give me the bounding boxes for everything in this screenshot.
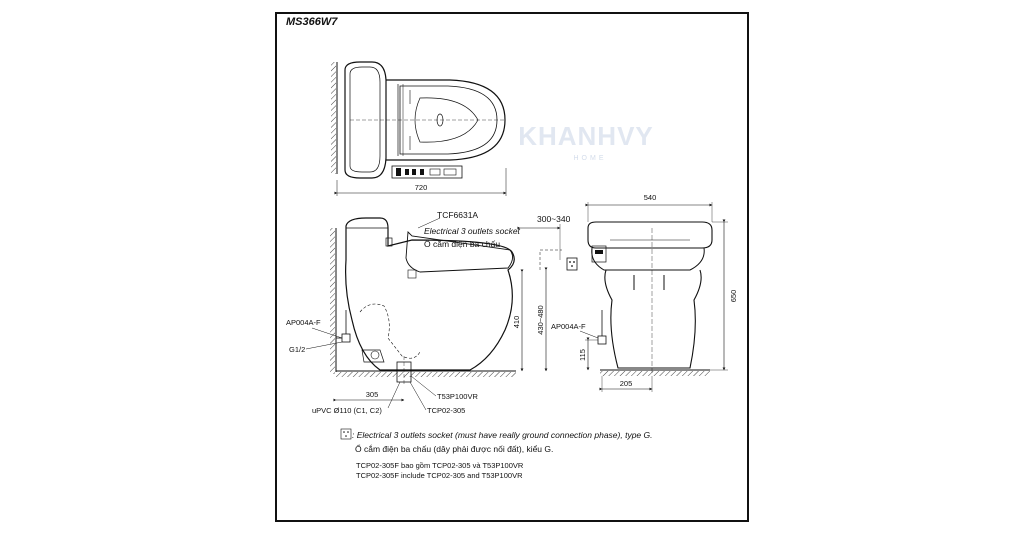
- dim-720: 720: [415, 183, 428, 192]
- dim-300-340: 300~340: [537, 214, 571, 224]
- seat-front: [587, 221, 713, 249]
- toilet-side-outline: [345, 217, 515, 371]
- notes: : Electrical 3 outlets socket (must have…: [340, 428, 652, 480]
- pipe-label: uPVC Ø110 (C1, C2): [312, 406, 382, 415]
- part-tcp-label: TCP02-305: [427, 406, 465, 415]
- dim-305: 305: [366, 390, 379, 399]
- dim-430-480: 430~480: [536, 305, 545, 334]
- tank-top: [344, 61, 387, 179]
- valve-right-icon: [597, 335, 607, 345]
- floor-hatch-side: [336, 372, 516, 377]
- pedestal-front: [604, 269, 702, 369]
- side-view: 300~340 TCF6631A Electrical 3 outlets so…: [286, 210, 578, 415]
- valve-left-label: AP004A-F: [286, 318, 321, 327]
- wall-hatch-top: [331, 62, 336, 174]
- control-panel-top: [391, 165, 463, 179]
- watermark-brand: KHANHVY: [518, 121, 654, 151]
- valve-right-label: AP004A-F: [551, 322, 586, 331]
- dim-410: 410: [512, 316, 521, 329]
- seat-side: [405, 230, 513, 273]
- note-symbol-vi: Ổ cắm điện ba chấu (dây phải được nối đấ…: [355, 443, 553, 454]
- valve-left-icon: [341, 333, 351, 343]
- seat-model-label: TCF6631A: [437, 210, 478, 220]
- dim-540: 540: [644, 193, 657, 202]
- note-symbol-en: : Electrical 3 outlets socket (must have…: [352, 430, 652, 440]
- note-line-2: TCP02-305F include TCP02-305 and T53P100…: [356, 471, 523, 480]
- wall-hatch-side: [330, 228, 335, 374]
- seat-front-lower: [591, 247, 705, 271]
- watermark-sub: HOME: [574, 155, 607, 162]
- dim-205: 205: [620, 379, 633, 388]
- model-title: MS366W7: [286, 16, 338, 28]
- note-line-1: TCP02-305F bao gồm TCP02-305 và T53P100V…: [356, 461, 524, 470]
- watermark: KHANHVY HOME: [518, 121, 654, 162]
- socket-label-vi: Ổ cắm điện ba chấu: [424, 238, 500, 249]
- tank-lid-top: [349, 66, 381, 173]
- top-view: 720: [331, 61, 507, 196]
- dim-650: 650: [729, 290, 738, 303]
- bowl-opening-top: [414, 97, 479, 143]
- front-view: AP004A-F 540 650 115 205: [551, 193, 738, 392]
- dim-115: 115: [578, 349, 587, 361]
- inlet-label: G1/2: [289, 345, 305, 354]
- socket-side-icon: [566, 257, 578, 271]
- drawing-frame: [275, 12, 749, 522]
- floor-hatch-front: [600, 371, 710, 376]
- socket-symbol-icon: [340, 428, 352, 440]
- part-t53-label: T53P100VR: [437, 392, 478, 401]
- socket-label-en: Electrical 3 outlets socket: [424, 226, 521, 236]
- seat-outline-top: [386, 79, 506, 161]
